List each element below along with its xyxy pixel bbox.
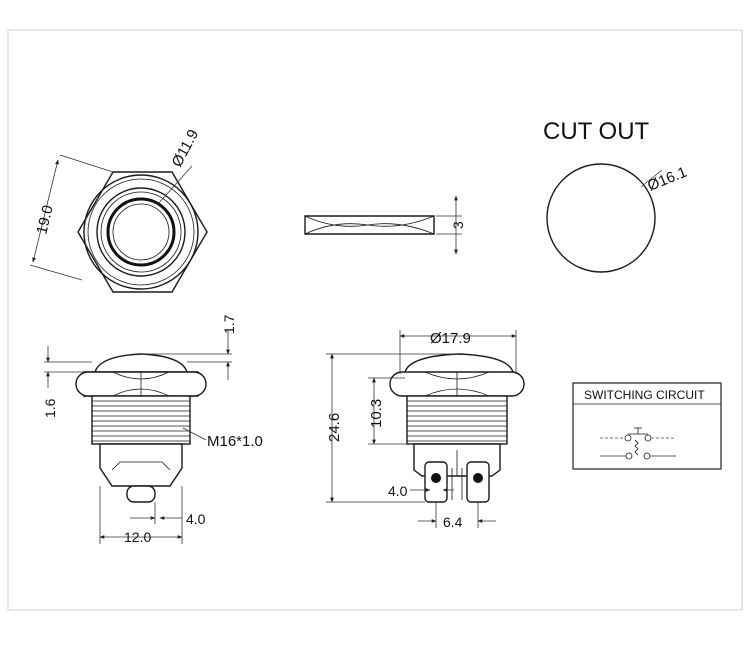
switching-circuit-box: SWITCHING CIRCUIT (572, 382, 722, 470)
dim-flange-height: 1.6 (42, 398, 58, 418)
front-thread-lines (407, 400, 507, 442)
switch-symbol (600, 427, 676, 460)
thread-lines (92, 400, 190, 442)
washer-view: 3 (304, 195, 466, 255)
dim-front-terminal-width: 4.0 (388, 483, 408, 499)
bezel-ring (96, 187, 186, 277)
terminal-left-hole (431, 473, 441, 483)
dim-terminal-pitch: 6.4 (443, 514, 463, 530)
front-threaded-body (406, 395, 508, 445)
flange-ring-inner (87, 178, 195, 286)
hex-nut-outline (77, 171, 208, 293)
dim-head-diameter: Ø17.9 (430, 330, 471, 347)
cutout-circle (546, 163, 656, 273)
terminal-right-hole (473, 473, 483, 483)
dim-thread-length: 10.3 (368, 399, 385, 428)
threaded-body (91, 395, 191, 445)
dim-terminal-width: 4.0 (186, 511, 206, 527)
dim-hex-across-flats: 19.0 (33, 204, 57, 236)
dim-washer-thickness: 3 (450, 221, 466, 229)
circuit-frame (572, 382, 722, 470)
button-face (112, 203, 170, 261)
button-outline (106, 197, 176, 267)
bezel-ring-2 (100, 191, 182, 273)
circuit-title: SWITCHING CIRCUIT (584, 388, 705, 402)
base-housing (99, 443, 183, 487)
dim-total-height: 24.6 (326, 413, 343, 442)
flange-ring-outer (83, 174, 199, 290)
drawing-frame (7, 29, 743, 611)
front-view: Ø17.9 24.6 10.3 4.0 6.4 (326, 330, 525, 530)
terminal (126, 485, 156, 503)
dim-line-hex (32, 159, 59, 263)
dim-thread-spec: M16*1.0 (207, 433, 263, 450)
cutout-title: CUT OUT (543, 118, 650, 145)
dim-dome-height: 1.7 (221, 314, 237, 334)
dim-base-width: 12.0 (124, 529, 151, 545)
side-view: 1.7 1.6 M16*1.0 4.0 12.0 (42, 314, 263, 545)
cutout-view: CUT OUT Ø16.1 (543, 118, 689, 273)
